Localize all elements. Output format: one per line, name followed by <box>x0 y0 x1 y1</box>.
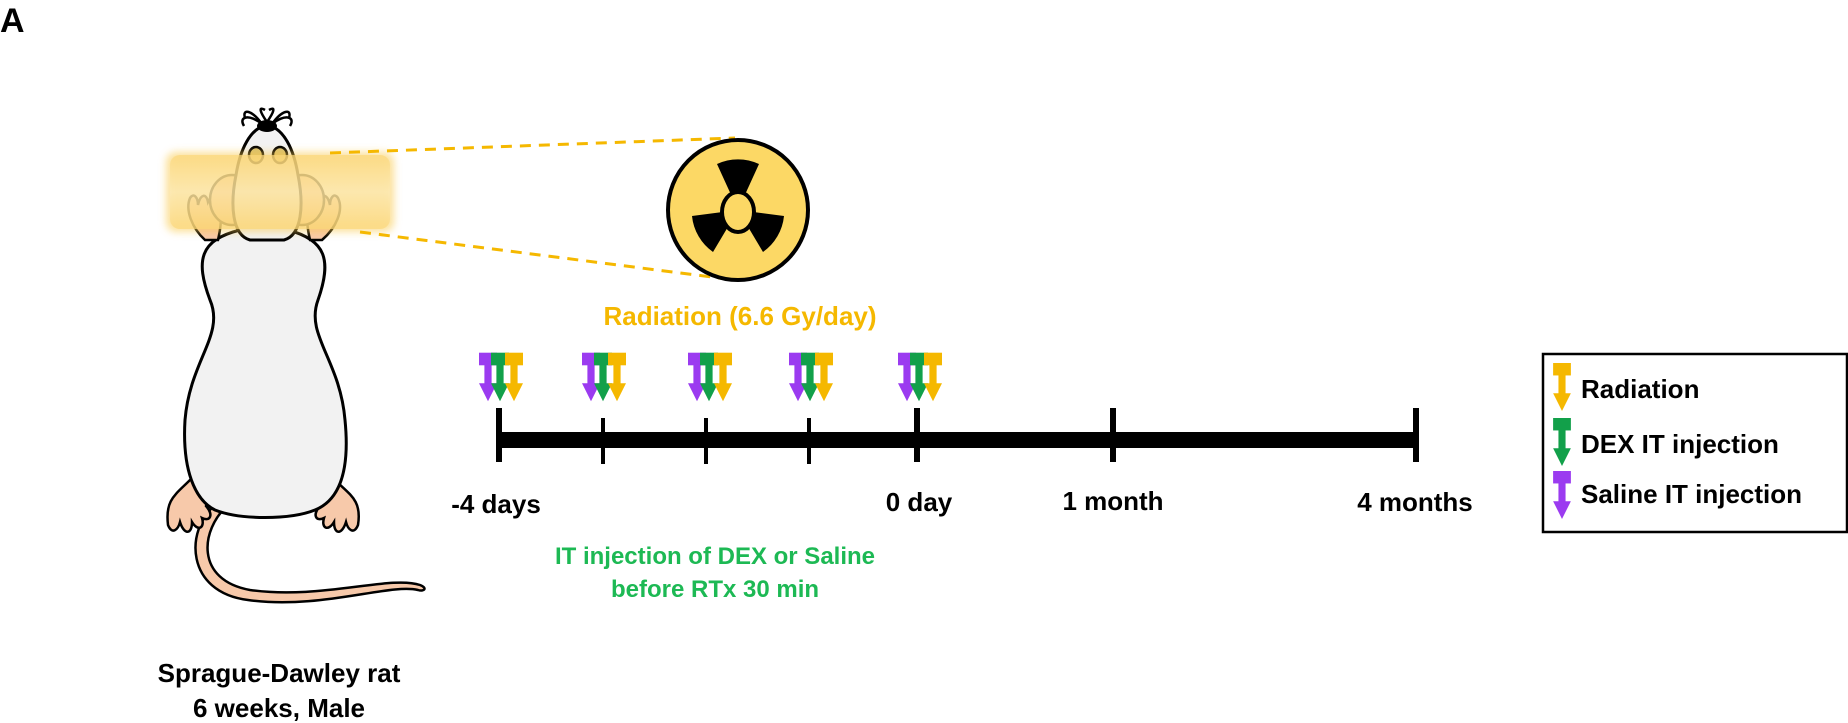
legend-box <box>1541 352 1848 534</box>
label-4-months: 4 months <box>1357 487 1473 517</box>
beam-projection-line-top <box>329 136 736 155</box>
arrow-group-day-minus-4 <box>479 352 523 402</box>
radiation-dose-label: Radiation (6.6 Gy/day) <box>603 301 876 331</box>
arrow-group-day-0 <box>898 352 942 402</box>
legend-dex-label: DEX IT injection <box>1581 429 1779 459</box>
arrow-group-day-minus-2 <box>688 352 732 402</box>
label-minus-4-days: -4 days <box>451 489 541 519</box>
arrow-group-day-minus-1 <box>789 352 833 402</box>
rat-body <box>183 228 348 519</box>
rat-details-label: 6 weeks, Male <box>193 693 365 723</box>
radiation-beam <box>170 155 390 229</box>
injection-note-line-1: IT injection of DEX or Saline <box>555 543 875 570</box>
injection-note-line-2: before RTx 30 min <box>611 576 819 603</box>
radiation-symbol-icon <box>666 138 810 282</box>
arrow-group-day-minus-3 <box>582 352 626 402</box>
label-1-month: 1 month <box>1062 486 1163 516</box>
panel-label: A <box>0 2 25 40</box>
injection-arrows <box>479 352 942 402</box>
rat-nose <box>257 120 277 132</box>
legend: Radiation DEX IT injection Saline IT inj… <box>1541 352 1848 534</box>
label-0-day: 0 day <box>886 487 953 517</box>
legend-saline-label: Saline IT injection <box>1581 479 1802 509</box>
legend-radiation-label: Radiation <box>1581 374 1699 404</box>
beam-projection-line-bottom <box>359 230 736 282</box>
rat-strain-label: Sprague-Dawley rat <box>158 658 401 688</box>
rat-tail <box>194 503 426 604</box>
rat-whiskers <box>241 107 293 127</box>
timeline <box>496 408 1419 464</box>
